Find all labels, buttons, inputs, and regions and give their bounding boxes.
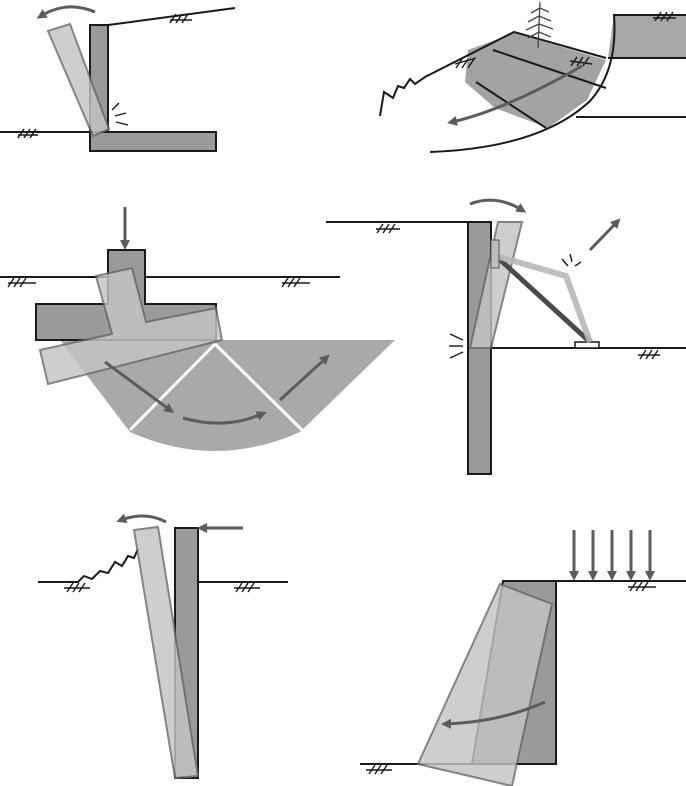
global-slope-failure-panel <box>379 1 686 153</box>
rotation-arrow-icon <box>116 513 167 524</box>
ground-hatch-icon <box>569 56 593 67</box>
crack-mark-icon <box>449 333 464 359</box>
wall-base-slab <box>89 131 217 152</box>
ground-hatch-icon <box>234 582 260 593</box>
failure-wedge-boundary-left <box>128 342 217 432</box>
displaced-footing <box>38 266 224 386</box>
rotation-arrow-icon <box>36 5 96 19</box>
sheet-pile-toe-rotation-panel <box>38 513 288 780</box>
soil-layer-boundary-upper <box>492 49 607 89</box>
rotation-arrow-icon <box>441 700 546 729</box>
ground-hatch-icon <box>7 277 36 288</box>
ground-hatch-icon <box>638 349 660 360</box>
soil-layer-boundary-lower <box>475 81 547 129</box>
strut-footing <box>574 341 600 349</box>
ground-hatch-icon <box>653 11 676 22</box>
displaced-wall-stem <box>46 22 111 138</box>
foundation-bearing-failure-panel <box>0 207 395 451</box>
ground-hatch-icon <box>628 581 656 592</box>
wedge-movement-arrow <box>104 360 175 413</box>
rotation-arrow-icon <box>469 198 527 213</box>
crack-mark-icon <box>111 102 129 126</box>
ground-hatch-icon <box>17 128 38 139</box>
ground-hatch-icon <box>169 13 192 24</box>
displaced-gravity-wall <box>416 582 554 786</box>
anchor-plate <box>490 239 500 269</box>
displaced-strut <box>495 253 593 344</box>
strut <box>494 254 592 344</box>
ground-hatch-icon <box>376 223 400 234</box>
cantilever-wall-overturning-panel <box>0 5 236 152</box>
ground-hatch-icon <box>366 764 392 775</box>
bearing-failure-zone <box>60 340 395 451</box>
anchored-wall-anchor-failure-panel <box>326 198 686 475</box>
ground-hatch-icon <box>281 277 310 288</box>
slip-surface <box>429 14 686 153</box>
heave-arrow <box>278 354 330 402</box>
displaced-sheet-pile <box>132 525 200 780</box>
rotation-arrow-icon <box>447 64 583 126</box>
upper-soil-block <box>608 15 686 58</box>
tree-icon <box>525 1 554 49</box>
ground-hatch-icon <box>454 57 477 69</box>
crack-mark-icon <box>561 253 582 267</box>
anchor-pullout-arrow <box>588 218 621 252</box>
gravity-wall-overturning-panel <box>360 530 686 786</box>
slope-surface <box>379 30 607 117</box>
backfill-surface <box>107 7 236 26</box>
shear-movement-arrow <box>182 411 267 425</box>
failed-ground-surface <box>38 548 139 583</box>
load-arrow-icon <box>569 530 655 581</box>
ground-hatch-icon <box>64 582 90 593</box>
failure-wedge-boundary-right <box>213 342 304 432</box>
sliding-soil-mass <box>465 33 606 128</box>
displaced-wall <box>468 221 524 349</box>
